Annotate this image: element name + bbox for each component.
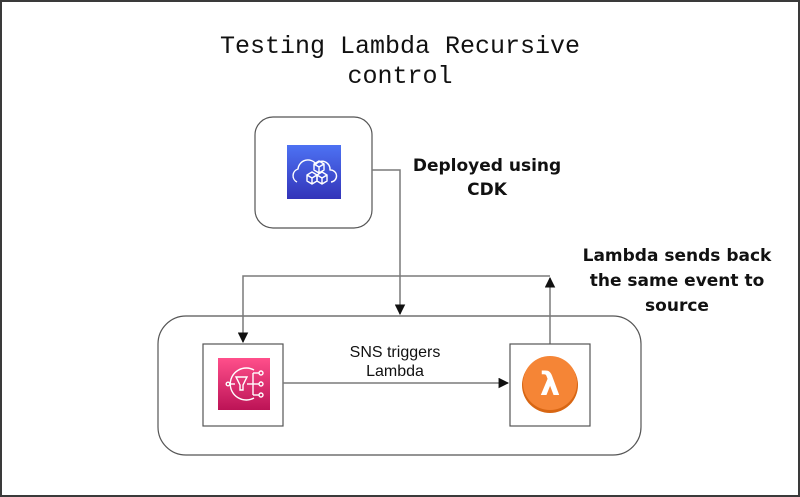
deploy-annotation-line-1: Deployed using <box>413 156 561 176</box>
loop-annotation-line-2: the same event to <box>590 271 765 291</box>
deploy-annotation-line-2: CDK <box>467 180 508 200</box>
lambda-symbol: λ <box>540 365 560 403</box>
cdk-to-group-connector <box>372 169 406 316</box>
aws-sns-icon <box>218 358 270 410</box>
loop-annotation-line-1: Lambda sends back <box>583 246 772 266</box>
title-line-2: control <box>347 62 452 91</box>
trigger-annotation-line-1: SNS triggers <box>350 344 441 361</box>
return-to-sns-connector <box>237 275 550 344</box>
aws-lambda-icon: λ <box>522 356 578 413</box>
trigger-annotation-line-2: Lambda <box>366 363 424 380</box>
title-line-1: Testing Lambda Recursive <box>220 32 580 61</box>
loop-annotation-line-3: source <box>645 296 709 316</box>
aws-cdk-cloud-cubes-icon <box>287 145 341 199</box>
services-group-box <box>157 315 642 456</box>
